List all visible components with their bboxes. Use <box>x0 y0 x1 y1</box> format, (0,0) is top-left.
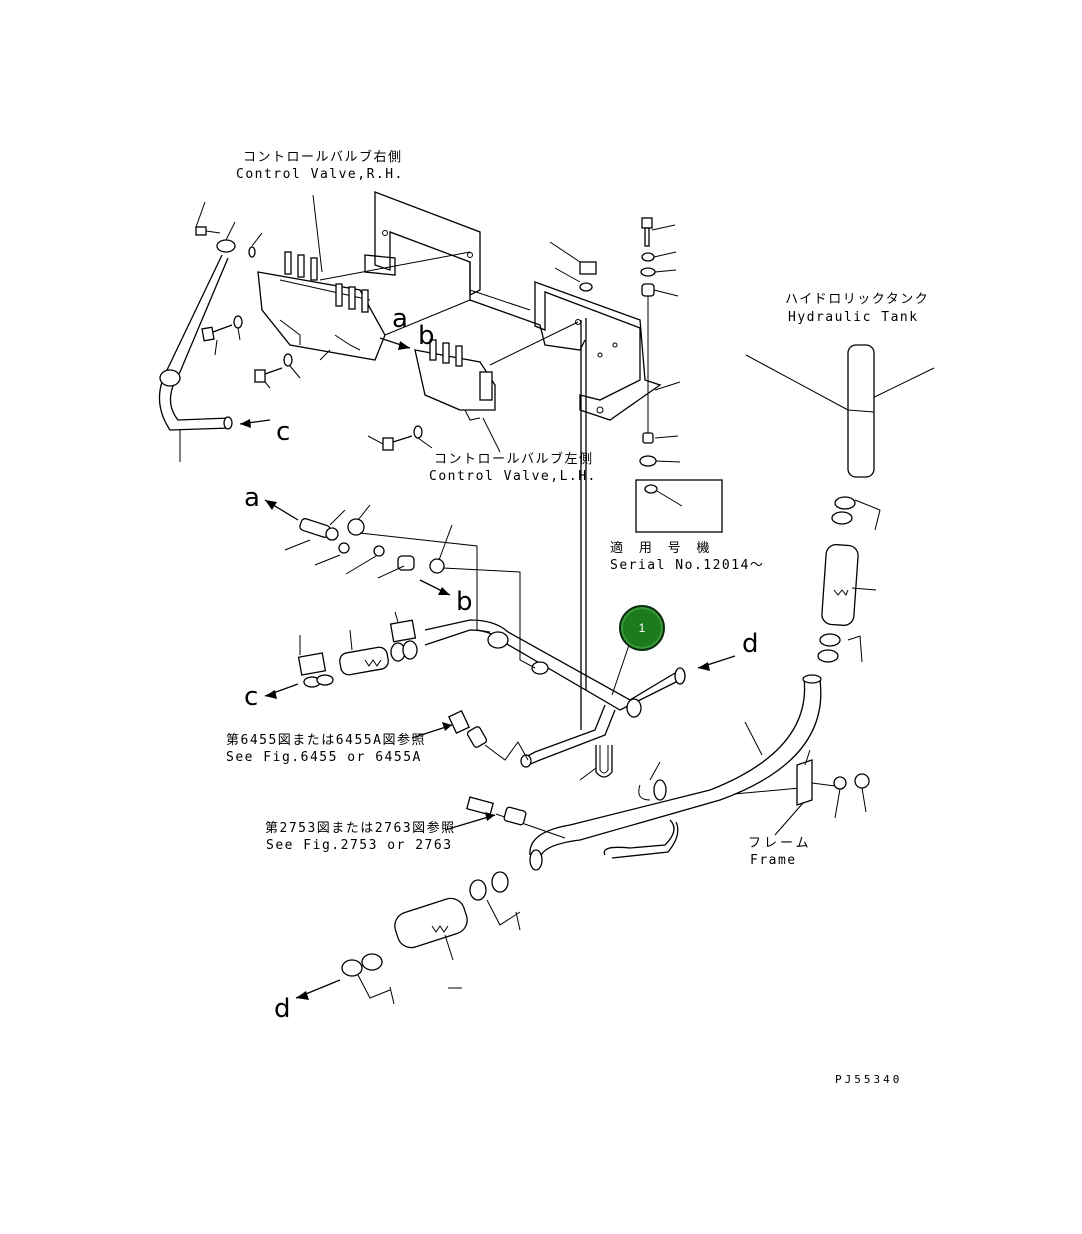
main-pipe <box>495 674 822 871</box>
hose-assembly-d <box>295 871 521 1005</box>
control-valve-lh-jp-label: コントロールバルブ左側 <box>434 452 594 467</box>
pipe-assembly-1 <box>424 619 686 768</box>
hydraulic-tank <box>745 344 935 478</box>
control-valve-rh-en-label: Control Valve,R.H. <box>236 167 404 182</box>
ref-part-6455 <box>411 710 529 761</box>
leader-lines-upper <box>195 194 501 453</box>
connector-d-right: d <box>742 629 759 659</box>
hydraulic-tank-jp-label: ハイドロリックタンク <box>785 292 930 307</box>
hydraulic-tank-en-label: Hydraulic Tank <box>788 310 919 325</box>
control-valve-rh <box>257 251 386 361</box>
support-rod <box>580 318 587 730</box>
serial-box <box>635 479 723 533</box>
fig6455-jp-label: 第6455図または6455A図参照 <box>226 733 426 748</box>
fig2753-jp-label: 第2753図または2763図参照 <box>265 821 456 836</box>
control-valve-lh <box>414 339 496 421</box>
fittings-ab <box>284 504 536 669</box>
control-valve-lh-en-label: Control Valve,L.H. <box>429 469 597 484</box>
control-valve-rh-jp-label: コントロールバルブ右側 <box>243 150 403 165</box>
connector-c-top: c <box>276 417 291 447</box>
right-hose-assembly <box>817 496 881 663</box>
connector-a-mid: a <box>244 483 260 513</box>
connector-b-mid: b <box>456 587 473 617</box>
hose-assembly-c <box>297 611 418 688</box>
ref-part-2753 <box>444 796 527 831</box>
serial-en-label: Serial No.12014～ <box>610 558 765 573</box>
connector-a-top: a <box>392 304 408 334</box>
fig2753-en-label: See Fig.2753 or 2763 <box>266 838 453 853</box>
connector-d-bottom: d <box>274 994 291 1024</box>
sub-hose <box>603 761 679 859</box>
drawing-number: PJ55340 <box>835 1073 903 1086</box>
connector-b-top: b <box>418 321 435 351</box>
u-bolt <box>579 745 613 781</box>
part-callout-1[interactable]: 1 <box>619 605 665 651</box>
connector-arrows-upper <box>239 337 411 428</box>
frame-en-label: Frame <box>750 853 797 868</box>
connector-c-mid: c <box>244 682 259 712</box>
hose-rh-valve <box>158 254 233 462</box>
serial-jp-label: 適 用 号 機 <box>610 541 714 556</box>
frame-bracket <box>774 749 870 836</box>
fig6455-en-label: See Fig.6455 or 6455A <box>226 750 422 765</box>
frame-jp-label: フレーム <box>748 836 812 851</box>
bolt-stack <box>549 217 681 467</box>
connector-arrows-mid <box>264 499 736 699</box>
mounting-bracket <box>364 191 662 421</box>
